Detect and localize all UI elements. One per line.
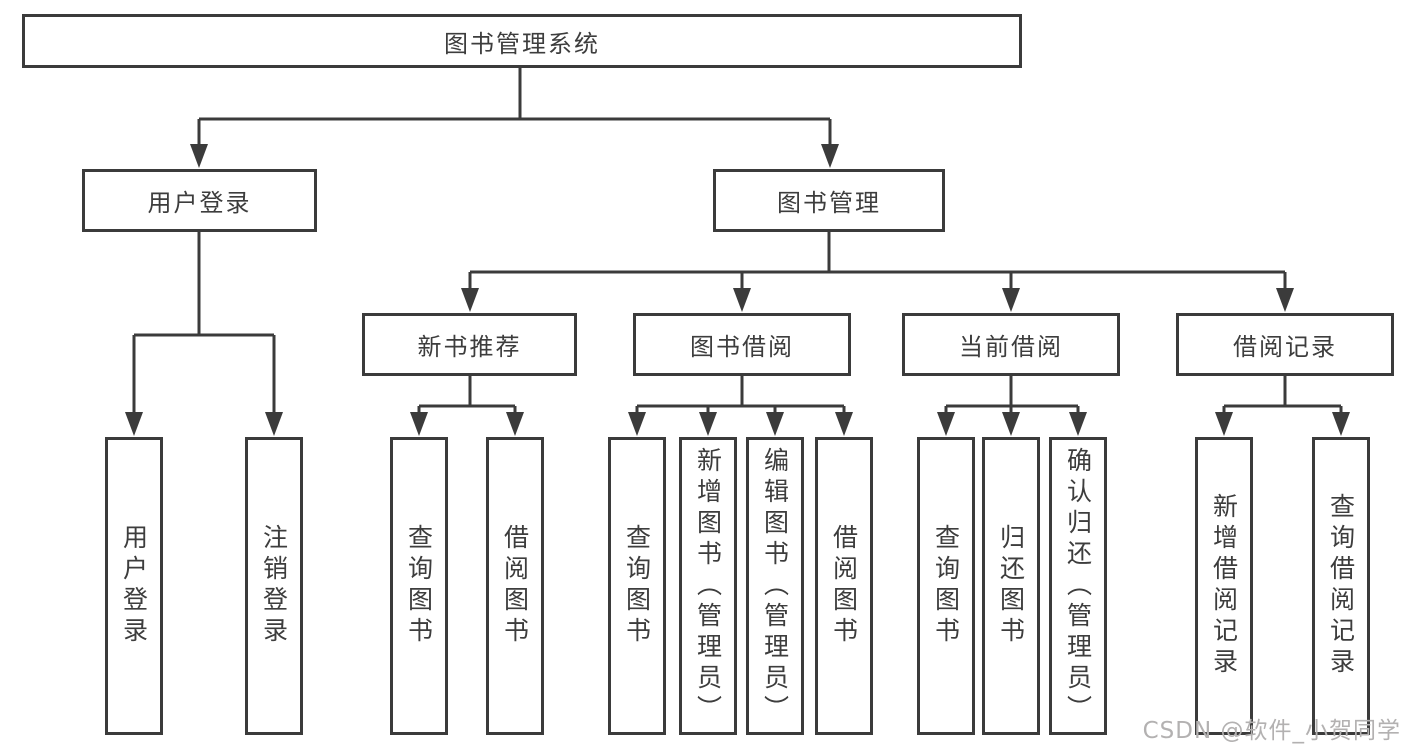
node-leaf-add-books-admin: 新增图书（管理员） xyxy=(679,437,737,735)
node-label: 查询图书 xyxy=(404,524,434,648)
node-label: 用户登录 xyxy=(147,189,252,217)
node-label: 查询图书 xyxy=(931,524,961,648)
node-label: 注销登录 xyxy=(259,524,289,648)
arrow-icon xyxy=(461,288,479,312)
connector-user-login xyxy=(132,232,276,414)
node-leaf-confirm-return-admin: 确认归还（管理员） xyxy=(1049,437,1107,735)
arrow-icon xyxy=(506,412,524,436)
node-book-management: 图书管理 xyxy=(713,169,945,232)
arrow-icon xyxy=(1069,412,1087,436)
node-leaf-edit-books-admin: 编辑图书（管理员） xyxy=(746,437,804,735)
node-label: 确认归还（管理员） xyxy=(1063,446,1093,726)
node-leaf-query-books-2: 查询图书 xyxy=(608,437,666,735)
connector-borrow-record xyxy=(1222,375,1343,414)
node-root: 图书管理系统 xyxy=(22,14,1022,68)
node-leaf-user-login: 用户登录 xyxy=(105,437,163,735)
arrow-icon xyxy=(733,288,751,312)
connector-root xyxy=(197,68,832,146)
node-label: 归还图书 xyxy=(996,524,1026,648)
node-leaf-return-books: 归还图书 xyxy=(982,437,1040,735)
node-root-label: 图书管理系统 xyxy=(444,29,600,58)
node-label: 编辑图书（管理员） xyxy=(760,446,790,726)
arrow-icon xyxy=(766,412,784,436)
connector-lines xyxy=(132,68,1343,414)
node-label: 图书管理 xyxy=(777,189,881,217)
node-label: 查询图书 xyxy=(622,524,652,648)
node-leaf-query-borrow-record: 查询借阅记录 xyxy=(1312,437,1370,735)
node-new-book-recommend: 新书推荐 xyxy=(362,313,577,376)
node-label: 借阅记录 xyxy=(1233,333,1337,361)
node-borrow-record: 借阅记录 xyxy=(1176,313,1394,376)
node-label: 新书推荐 xyxy=(417,333,522,361)
arrow-icon xyxy=(410,412,428,436)
arrowheads xyxy=(125,144,1350,436)
node-label: 新增图书（管理员） xyxy=(693,446,723,726)
arrow-icon xyxy=(628,412,646,436)
arrow-icon xyxy=(1276,288,1294,312)
node-book-borrow: 图书借阅 xyxy=(633,313,851,376)
arrow-icon xyxy=(190,144,208,168)
arrow-icon xyxy=(1002,288,1020,312)
node-label: 图书借阅 xyxy=(690,333,794,361)
arrow-icon xyxy=(1002,412,1020,436)
node-label: 新增借阅记录 xyxy=(1209,493,1239,679)
connector-new-book xyxy=(417,375,517,414)
node-label: 当前借阅 xyxy=(959,333,1063,361)
arrow-icon xyxy=(937,412,955,436)
node-leaf-query-books-1: 查询图书 xyxy=(390,437,448,735)
node-label: 借阅图书 xyxy=(829,524,859,648)
node-leaf-add-borrow-record: 新增借阅记录 xyxy=(1195,437,1253,735)
arrow-icon xyxy=(699,412,717,436)
node-label: 查询借阅记录 xyxy=(1326,493,1356,679)
arrow-icon xyxy=(1332,412,1350,436)
node-leaf-logout: 注销登录 xyxy=(245,437,303,735)
node-user-login: 用户登录 xyxy=(82,169,317,232)
arrow-icon xyxy=(835,412,853,436)
arrow-icon xyxy=(821,144,839,168)
connector-current-borrow xyxy=(944,375,1080,414)
node-leaf-query-books-3: 查询图书 xyxy=(917,437,975,735)
connector-book-management xyxy=(468,232,1287,290)
node-label: 用户登录 xyxy=(119,524,149,648)
connector-book-borrow xyxy=(635,375,846,414)
csdn-watermark: CSDN @软件_小贺同学 xyxy=(1142,718,1401,744)
node-current-borrow: 当前借阅 xyxy=(902,313,1120,376)
arrow-icon xyxy=(265,412,283,436)
arrow-icon xyxy=(1215,412,1233,436)
arrow-icon xyxy=(125,412,143,436)
node-label: 借阅图书 xyxy=(500,524,530,648)
node-leaf-borrow-books-1: 借阅图书 xyxy=(486,437,544,735)
node-leaf-borrow-books-2: 借阅图书 xyxy=(815,437,873,735)
